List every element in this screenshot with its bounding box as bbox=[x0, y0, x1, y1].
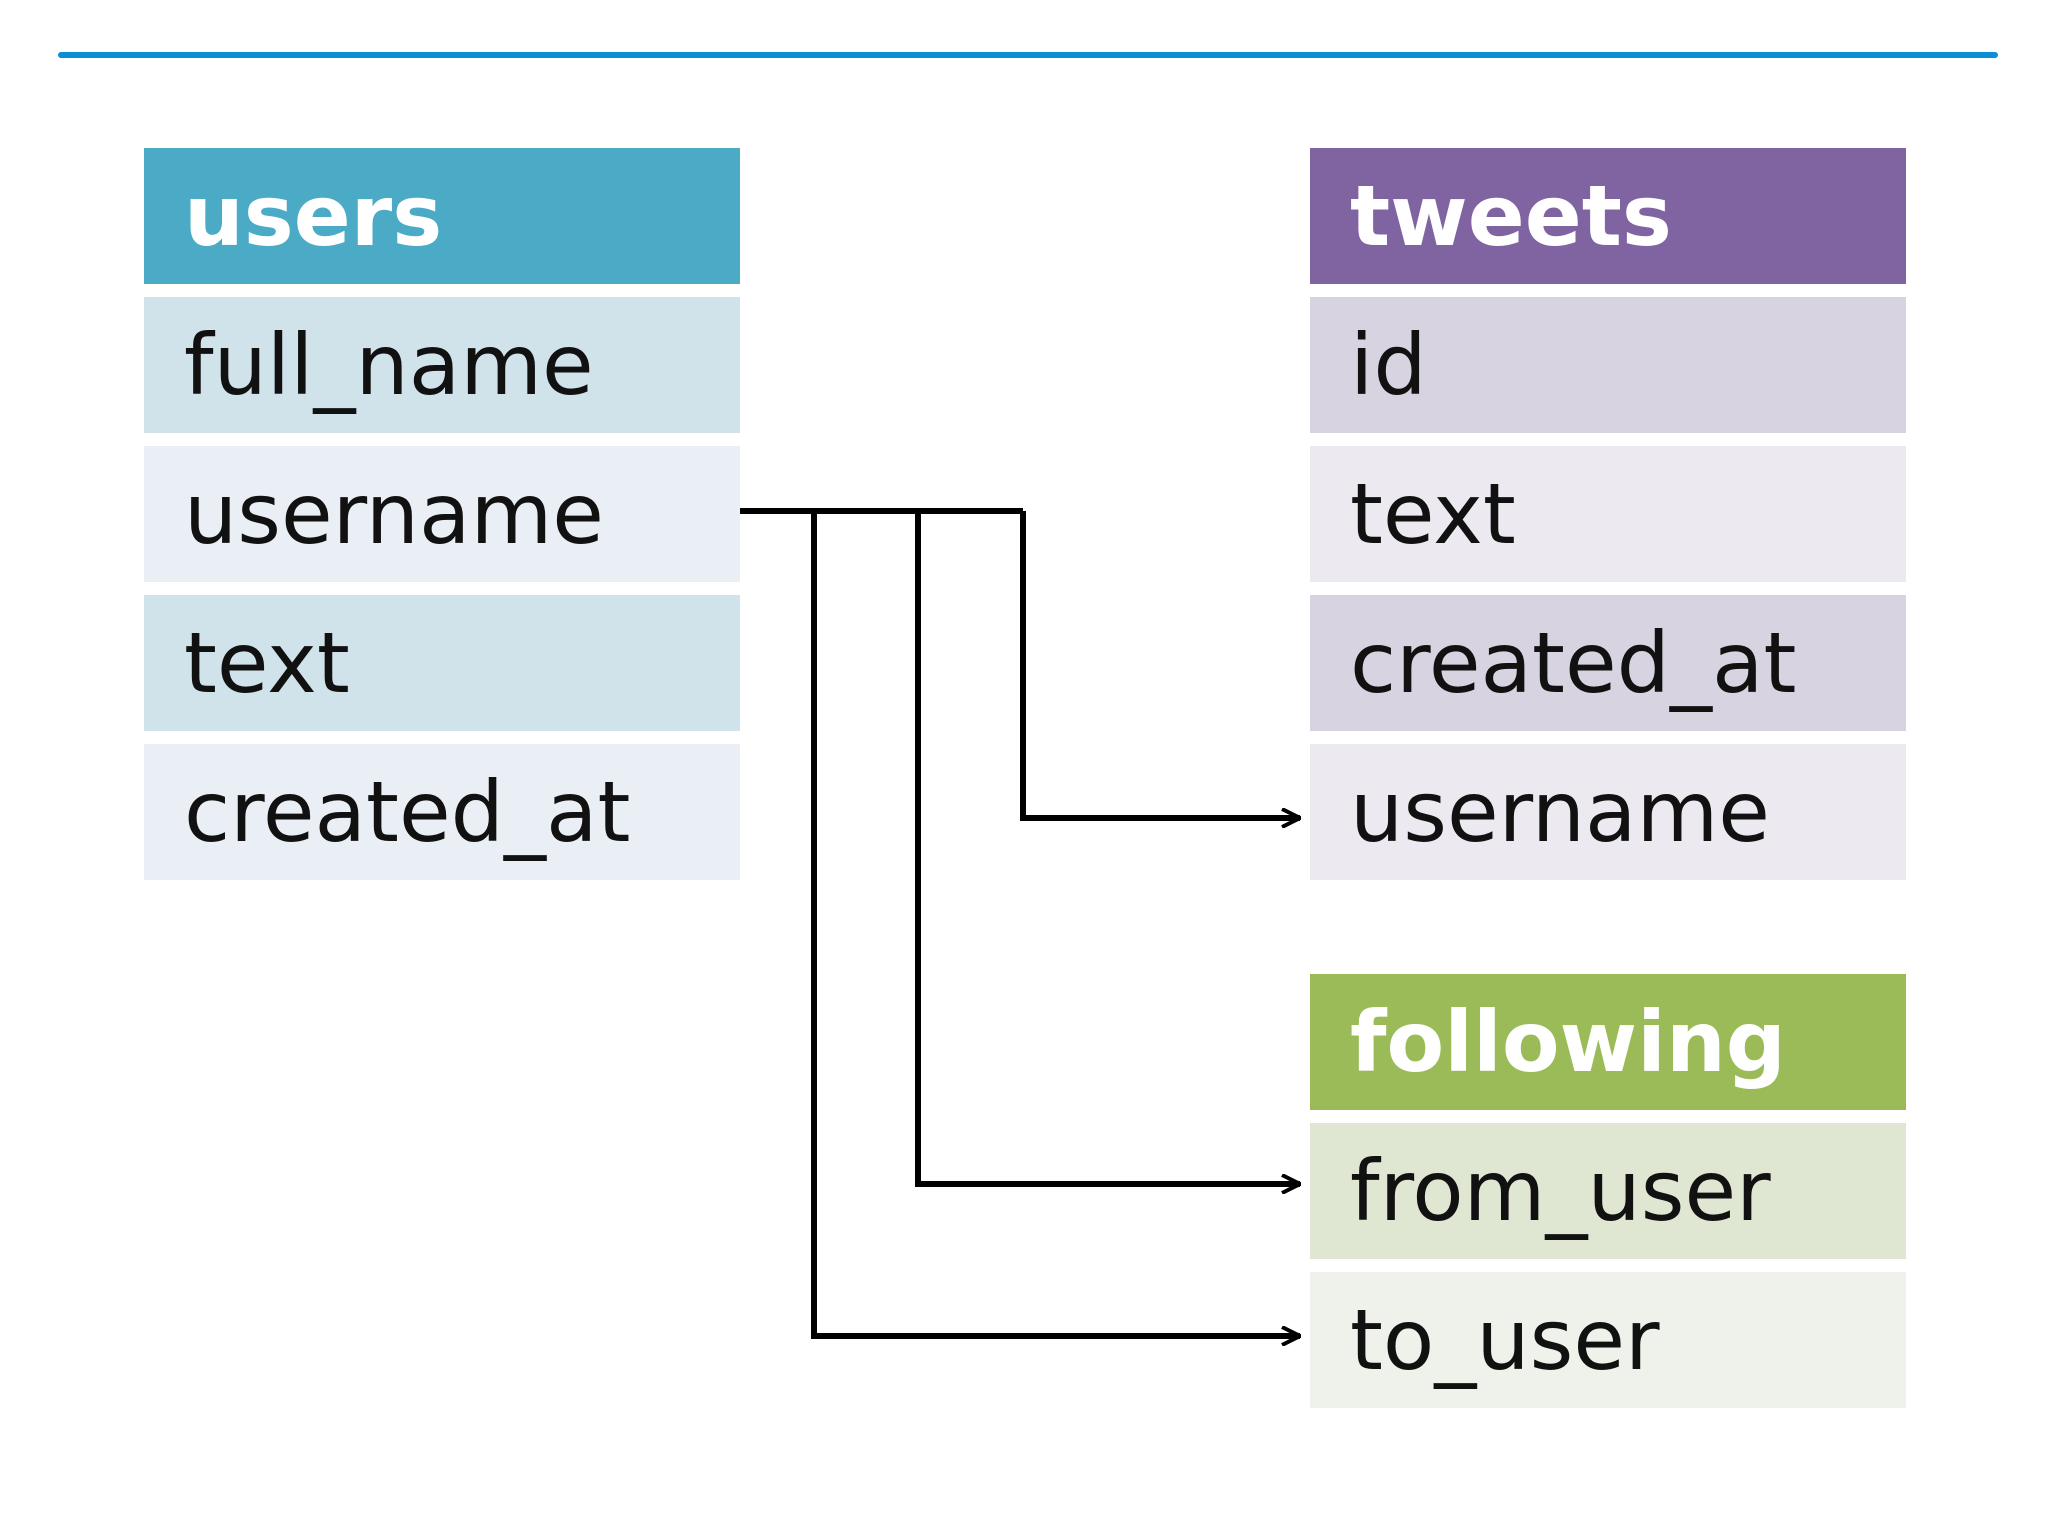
following-field-from-user: from_user bbox=[1310, 1123, 1906, 1259]
connector-to-tweets-username bbox=[1020, 511, 1300, 818]
tweets-field-created-at: created_at bbox=[1310, 595, 1906, 731]
following-field-to-user: to_user bbox=[1310, 1272, 1906, 1408]
tweets-field-id: id bbox=[1310, 297, 1906, 433]
top-accent-line bbox=[58, 52, 1998, 58]
users-table: users full_name username text created_at bbox=[144, 148, 740, 893]
users-field-full-name: full_name bbox=[144, 297, 740, 433]
tweets-field-text: text bbox=[1310, 446, 1906, 582]
connector-to-following-from-user bbox=[915, 511, 1300, 1184]
users-field-created-at: created_at bbox=[144, 744, 740, 880]
tweets-table-header: tweets bbox=[1310, 148, 1906, 284]
users-field-text: text bbox=[144, 595, 740, 731]
following-table: following from_user to_user bbox=[1310, 974, 1906, 1421]
connector-to-following-to-user bbox=[811, 511, 1300, 1336]
users-table-header: users bbox=[144, 148, 740, 284]
users-field-username: username bbox=[144, 446, 740, 582]
tweets-field-username: username bbox=[1310, 744, 1906, 880]
following-table-header: following bbox=[1310, 974, 1906, 1110]
tweets-table: tweets id text created_at username bbox=[1310, 148, 1906, 893]
